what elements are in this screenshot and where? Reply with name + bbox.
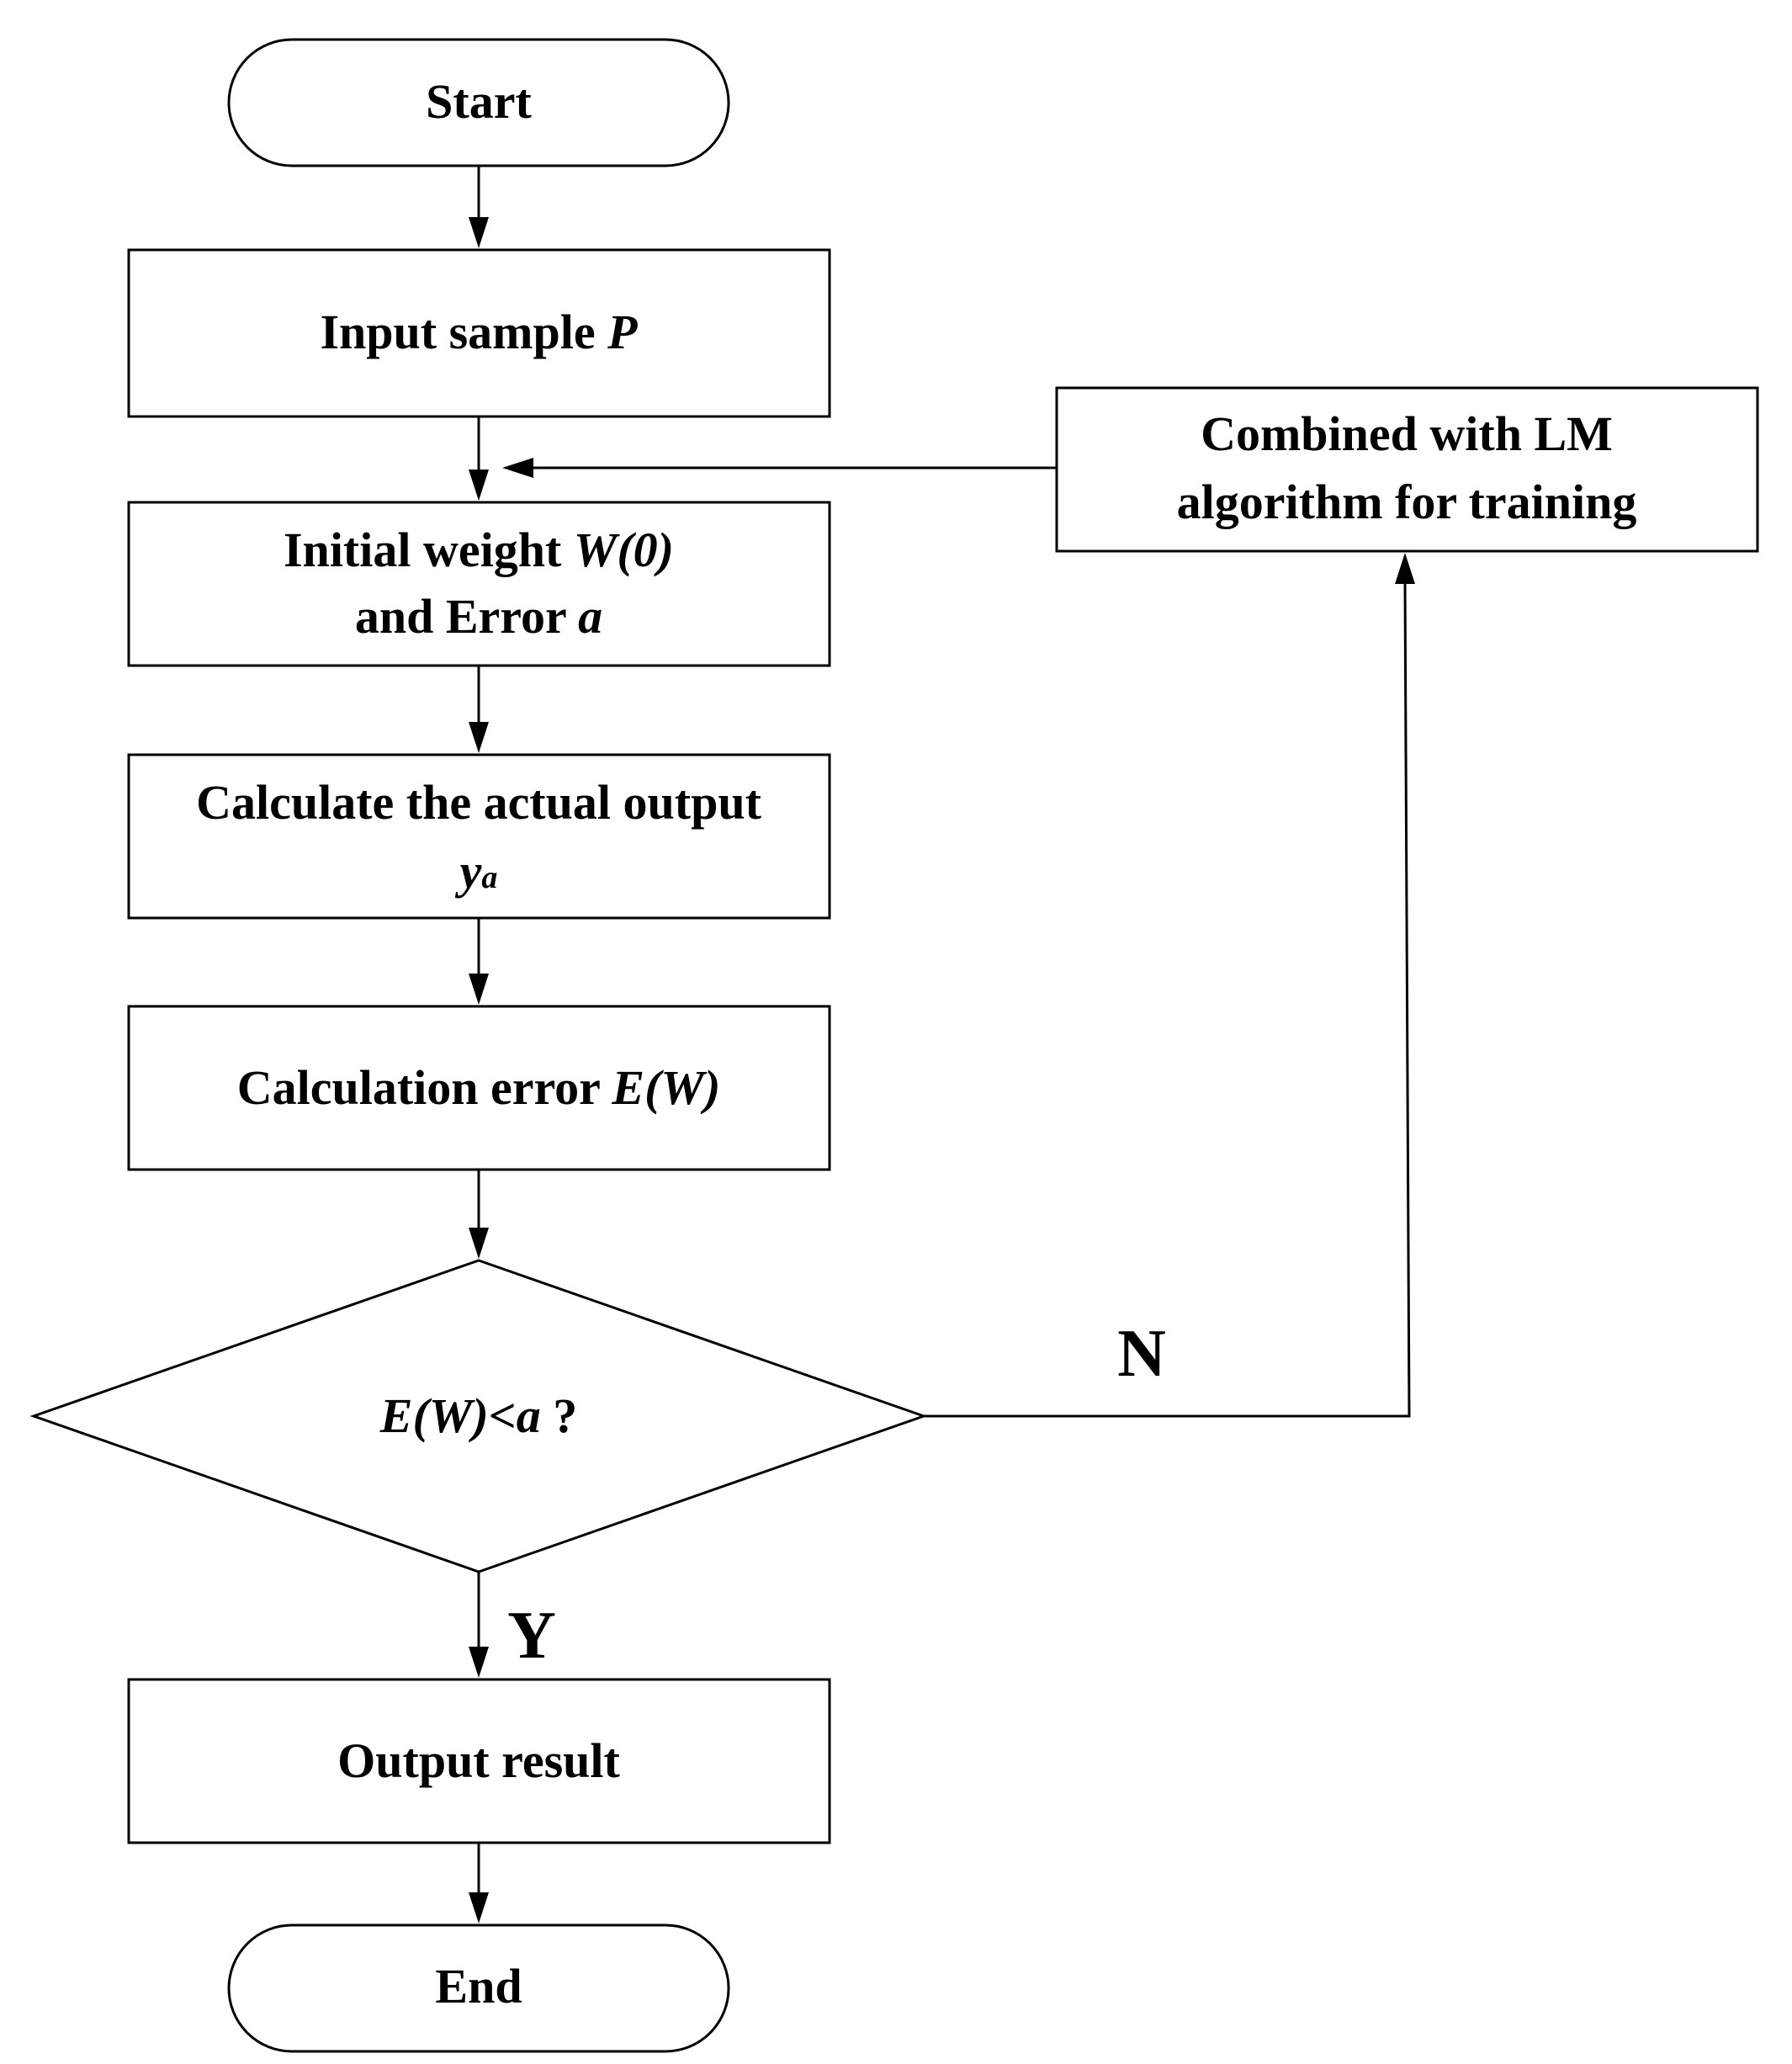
calculation-error-var: E(W): [611, 1060, 720, 1115]
decision-node: E(W)<a ?: [29, 1259, 928, 1573]
calculate-output-box: [127, 753, 831, 920]
arrow-input-to-initial-weight: [469, 417, 489, 501]
arrow-error-to-decision: [469, 1170, 489, 1259]
input-sample-node: Input sample P: [127, 248, 831, 418]
calculate-output-line1: Calculate the actual output: [196, 775, 762, 830]
lm-training-box: [1055, 386, 1759, 553]
error-text: and Error: [355, 589, 578, 644]
decision-label: E(W)<a ?: [379, 1388, 577, 1443]
initial-weight-text: Initial weight: [284, 523, 574, 577]
edge-label-yes: Y: [507, 1599, 556, 1673]
error-var: a: [578, 589, 602, 644]
input-sample-label: Input sample P: [320, 305, 638, 359]
calculation-error-label: Calculation error E(W): [237, 1060, 721, 1115]
decision-var2: a: [517, 1388, 541, 1443]
arrow-lm-to-feedback: [502, 458, 1057, 478]
decision-operator: <: [489, 1388, 517, 1443]
initial-weight-line2: and Error a: [355, 589, 602, 644]
end-label: End: [435, 1959, 522, 2014]
output-var-subscript: a: [481, 860, 497, 895]
initial-weight-node: Initial weight W(0) and Error a: [127, 501, 831, 667]
initial-weight-line1: Initial weight W(0): [284, 523, 674, 577]
lm-training-line2: algorithm for training: [1177, 475, 1637, 529]
output-var: y: [455, 844, 482, 899]
initial-weight-box: [127, 501, 831, 667]
arrow-decision-to-output-yes: [469, 1572, 489, 1678]
arrow-start-to-input: [469, 166, 489, 248]
output-result-box: [127, 1678, 831, 1844]
input-sample-var: P: [607, 305, 638, 359]
calculate-output-node: Calculate the actual output ya: [127, 753, 831, 920]
end-terminator-shape: [227, 1923, 730, 2053]
arrow-decision-to-lm-no: [924, 553, 1415, 1418]
end-node: End: [227, 1923, 730, 2053]
lm-training-line1: Combined with LM: [1201, 406, 1613, 461]
arrow-initial-weight-to-calculate: [469, 666, 489, 753]
edge-label-no: N: [1117, 1317, 1166, 1391]
arrow-output-to-end: [469, 1843, 489, 1923]
decision-suffix: ?: [541, 1388, 578, 1443]
input-sample-box: [127, 248, 831, 418]
lm-training-node: Combined with LM algorithm for training: [1055, 386, 1759, 553]
input-sample-text: Input sample: [320, 305, 607, 359]
calculation-error-box: [127, 1005, 831, 1171]
calculation-error-node: Calculation error E(W): [127, 1005, 831, 1171]
calculate-output-line2: ya: [455, 844, 498, 899]
initial-weight-var: W(0): [574, 523, 674, 577]
output-result-label: Output result: [337, 1733, 620, 1788]
start-label: Start: [426, 74, 532, 129]
arrow-calculate-to-error: [469, 918, 489, 1005]
calculation-error-text: Calculation error: [237, 1060, 612, 1115]
output-result-node: Output result: [127, 1678, 831, 1844]
decision-var1: E(W): [379, 1388, 489, 1443]
start-node: Start: [227, 38, 730, 167]
